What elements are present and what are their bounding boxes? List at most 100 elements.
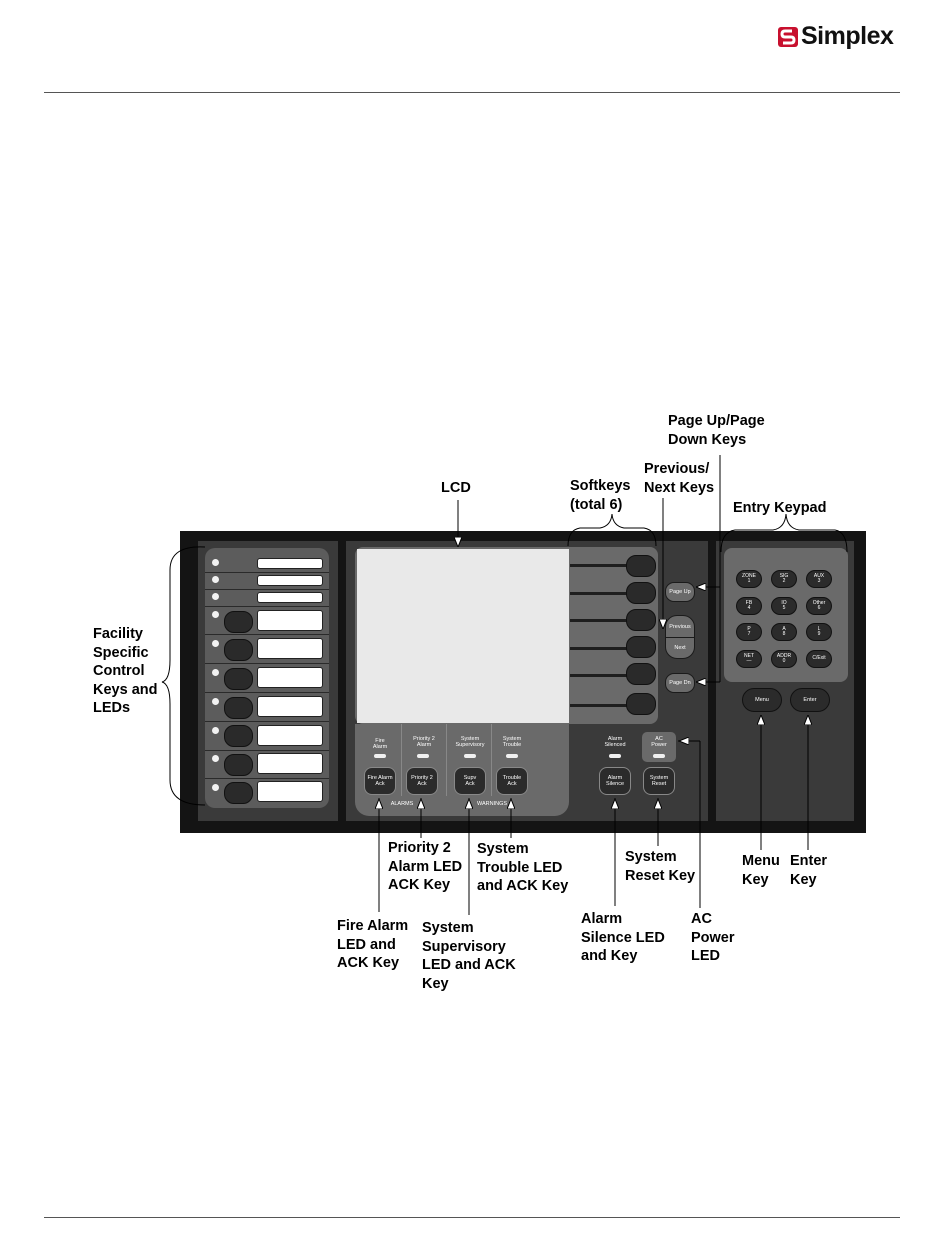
- facility-control-key[interactable]: [224, 611, 253, 633]
- keypad-key-label: L 9: [817, 625, 821, 637]
- softkey-6[interactable]: [626, 693, 656, 715]
- facility-led: [212, 640, 219, 647]
- facility-control-block: [205, 548, 329, 808]
- keypad-key-label: P 7: [747, 625, 751, 637]
- callout-system-reset: System Reset Key: [625, 849, 696, 884]
- previous-next-rocker: [665, 615, 695, 659]
- callout-lcd: LCD: [441, 480, 471, 496]
- softkey-1[interactable]: [626, 555, 656, 577]
- softkey-guide: [570, 674, 628, 677]
- keypad-key-label: SIG 2: [779, 572, 789, 584]
- keypad-key[interactable]: ADDR 0: [771, 650, 797, 668]
- page-up-key[interactable]: Page Up: [665, 582, 695, 602]
- menu-key[interactable]: Menu: [742, 688, 782, 712]
- keypad-key[interactable]: P 7: [736, 623, 762, 641]
- keypad-key[interactable]: Other 6: [806, 597, 832, 615]
- keypad-key[interactable]: AUX 3: [806, 570, 832, 588]
- block-divider: [446, 724, 447, 796]
- facility-label-slot: [257, 575, 323, 586]
- supervisory-led-label: System Supervisory: [455, 736, 485, 748]
- priority2-led-label: Priority 2 Alarm: [413, 736, 435, 748]
- facility-label-slot: [257, 667, 323, 688]
- keypad-key[interactable]: FB 4: [736, 597, 762, 615]
- callout-facility-keys: Facility Specific Control Keys and LEDs: [93, 626, 158, 716]
- menu-key-label: Menu: [755, 696, 769, 703]
- softkey-guide: [570, 704, 628, 707]
- facility-label-slot: [257, 558, 323, 569]
- priority2-led: [417, 754, 429, 758]
- alarm-silenced-led: [609, 754, 621, 758]
- enter-key[interactable]: Enter: [790, 688, 830, 712]
- softkey-2[interactable]: [626, 582, 656, 604]
- keypad-key[interactable]: NET —: [736, 650, 762, 668]
- facility-control-key[interactable]: [224, 668, 253, 690]
- callout-previous-next: Previous/ Next Keys: [644, 461, 715, 496]
- softkey-guide: [570, 592, 628, 595]
- next-key[interactable]: Next: [674, 645, 686, 651]
- page-up-label: Page Up: [669, 588, 691, 595]
- system-reset-key[interactable]: System Reset: [643, 767, 675, 795]
- fire-alarm-ack-key[interactable]: Fire Alarm Ack: [364, 767, 396, 795]
- supervisory-led: [464, 754, 476, 758]
- facility-control-key[interactable]: [224, 782, 253, 804]
- keypad-key[interactable]: ZONE 1: [736, 570, 762, 588]
- facility-label-slot: [257, 592, 323, 603]
- facility-label-slot: [257, 781, 323, 802]
- facility-led: [212, 593, 219, 600]
- keypad-key[interactable]: IO 5: [771, 597, 797, 615]
- softkey-5[interactable]: [626, 663, 656, 685]
- facility-label-slot: [257, 610, 323, 631]
- alarm-silence-label: Alarm Silence: [605, 774, 625, 788]
- keypad-key[interactable]: L 9: [806, 623, 832, 641]
- page-down-key[interactable]: Page Dn: [665, 673, 695, 693]
- trouble-led: [506, 754, 518, 758]
- softkey-4[interactable]: [626, 636, 656, 658]
- softkey-guide: [570, 647, 628, 650]
- keypad-key-label: C/Exit: [812, 655, 826, 662]
- callout-system-supervisory: System Supervisory LED and ACK Key: [422, 920, 516, 992]
- block-divider: [401, 724, 402, 796]
- facility-control-key[interactable]: [224, 725, 253, 747]
- callout-menu-key: Menu Key: [742, 853, 780, 888]
- facility-led: [212, 698, 219, 705]
- block-divider: [491, 724, 492, 796]
- supv-ack-label: Supv Ack: [463, 774, 477, 788]
- callout-softkeys: Softkeys (total 6): [570, 478, 631, 513]
- facility-led: [212, 576, 219, 583]
- brand-name: Simplex: [801, 22, 894, 50]
- simplex-logo-mark-icon: [778, 26, 798, 47]
- facility-led: [212, 669, 219, 676]
- facility-led: [212, 784, 219, 791]
- facility-control-key[interactable]: [224, 754, 253, 776]
- alarm-silence-key[interactable]: Alarm Silence: [599, 767, 631, 795]
- footer-rule: [44, 1217, 900, 1218]
- softkey-3[interactable]: [626, 609, 656, 631]
- keypad-key[interactable]: SIG 2: [771, 570, 797, 588]
- callout-ac-power: AC Power LED: [691, 911, 735, 964]
- facility-control-key[interactable]: [224, 697, 253, 719]
- callout-alarm-silence: Alarm Silence LED and Key: [581, 911, 665, 964]
- callout-enter-key: Enter Key: [790, 853, 828, 888]
- callout-entry-keypad: Entry Keypad: [733, 500, 827, 516]
- keypad-key[interactable]: A 8: [771, 623, 797, 641]
- ac-power-led: [653, 754, 665, 758]
- simplex-logo: Simplex: [778, 22, 894, 51]
- facility-control-key[interactable]: [224, 639, 253, 661]
- fire-alarm-led: [374, 754, 386, 758]
- page-down-label: Page Dn: [669, 679, 691, 686]
- trouble-led-label: System Trouble: [502, 736, 522, 748]
- trouble-ack-key[interactable]: Trouble Ack: [496, 767, 528, 795]
- priority2-ack-label: Priority 2 Ack: [411, 774, 433, 788]
- alarms-group-label: ALARMS: [390, 801, 414, 807]
- supv-ack-key[interactable]: Supv Ack: [454, 767, 486, 795]
- facility-led: [212, 755, 219, 762]
- facility-label-slot: [257, 696, 323, 717]
- keypad-key-label: FB 4: [745, 599, 753, 611]
- previous-key[interactable]: Previous: [669, 624, 691, 630]
- priority2-ack-key[interactable]: Priority 2 Ack: [406, 767, 438, 795]
- keypad-key[interactable]: C/Exit: [806, 650, 832, 668]
- alarm-silenced-led-label: Alarm Silenced: [604, 736, 626, 748]
- fire-alarm-ack-label: Fire Alarm Ack: [367, 774, 393, 788]
- facility-label-slot: [257, 638, 323, 659]
- trouble-ack-label: Trouble Ack: [502, 774, 522, 788]
